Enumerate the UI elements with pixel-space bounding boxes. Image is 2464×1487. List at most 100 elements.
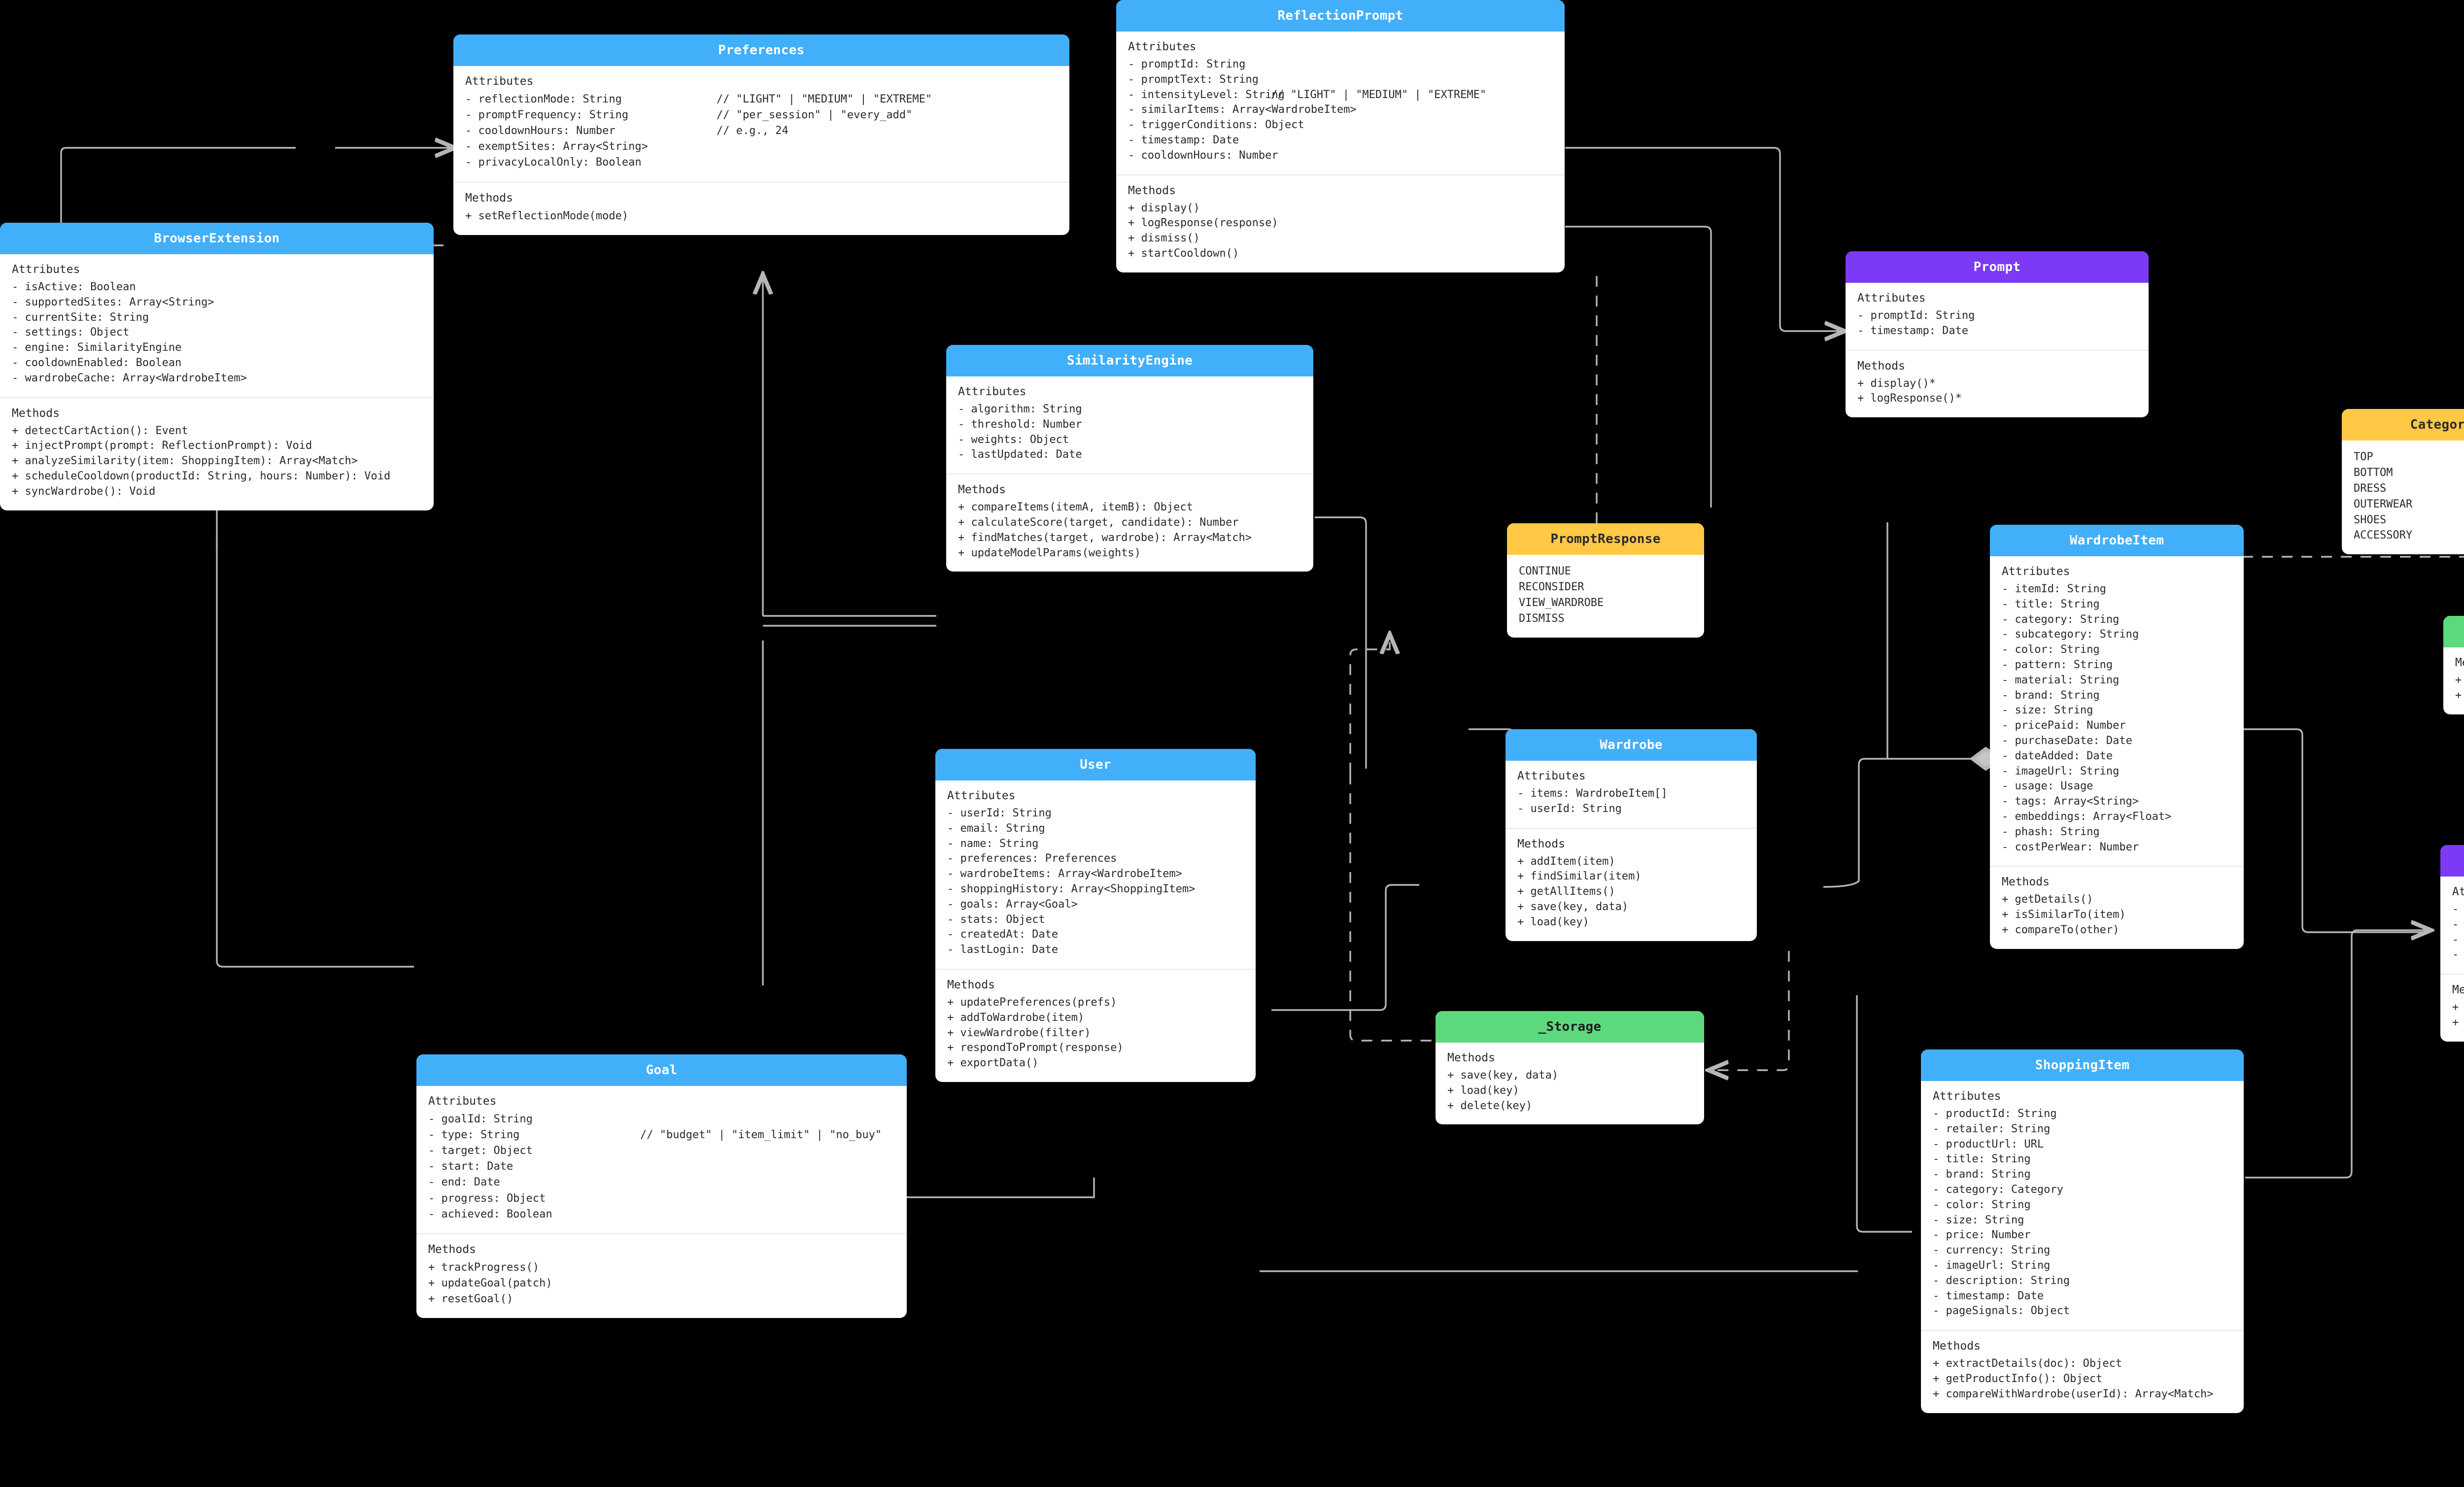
class-node-similarity-engine[interactable]: SimilarityEngine Attributes - algorithm:… — [946, 345, 1313, 572]
attribute-row: - title: String — [1933, 1153, 2031, 1166]
class-title-reflection-prompt: ReflectionPrompt — [1116, 0, 1565, 32]
attribute-row: - category: Category — [1933, 1183, 2063, 1196]
methods-label: Methods — [1447, 1051, 1495, 1064]
method-row: + getCategory() — [2452, 1016, 2459, 1029]
method-row: + detectCartAction(): Event — [12, 424, 188, 437]
enum-value: CONTINUE — [1519, 565, 1571, 577]
attribute-row: - cooldownHours: Number — [1128, 149, 1278, 162]
method-row: + exportData() — [947, 1057, 1039, 1070]
attribute-row: - category: String — [2002, 613, 2120, 626]
attribute-row: - size: String — [1933, 1214, 2024, 1226]
class-title-similarity-engine: SimilarityEngine — [946, 345, 1313, 376]
attribute-row: - settings: Object — [12, 326, 130, 339]
method-row: + load(key) — [1517, 915, 1589, 928]
method-row: + dismiss() — [1128, 232, 1200, 245]
class-node-shopping-item[interactable]: ShoppingItem Attributes - productId: Str… — [1921, 1049, 2244, 1413]
attribute-row: - imageUrl: String — [2002, 765, 2120, 777]
methods-label: Methods — [1857, 359, 1905, 372]
attributes-compartment-wardrobe-item: Attributes - itemId: String - title: Str… — [1990, 556, 2244, 866]
methods-label: Methods — [2452, 983, 2464, 997]
class-node-wardrobe-item[interactable]: WardrobeItem Attributes - itemId: String… — [1990, 525, 2244, 949]
attributes-label: Attributes — [1128, 40, 1197, 53]
attribute-row: - material: String — [2002, 674, 2120, 686]
attribute-row: - end: Date — [428, 1176, 500, 1189]
attribute-row: - itemId: String — [2002, 583, 2106, 595]
attribute-row: - pattern: String — [2002, 658, 2113, 671]
class-node-reflection-prompt[interactable]: ReflectionPrompt Attributes - promptId: … — [1116, 0, 1565, 272]
attribute-row: - id: String — [2452, 903, 2459, 915]
method-row: + compareWithWardrobe(userId): Array<Mat… — [1933, 1387, 2214, 1400]
attribute-row: - wardrobeItems: Array<WardrobeItem> — [947, 868, 1182, 880]
method-row: + findMatches(target, wardrobe): Array<M… — [958, 531, 1252, 544]
method-row: + compareTo(other) — [2002, 923, 2120, 936]
class-title-item: Item — [2440, 845, 2464, 877]
attribute-row: - tags: Array<String> — [2002, 795, 2139, 808]
method-row: + updateModelParams(weights) — [958, 546, 1141, 559]
class-node-storage[interactable]: _Storage Methods + save(key, data) + loa… — [1436, 1011, 1704, 1125]
attribute-row: - retailer: String — [1933, 1122, 2051, 1135]
enum-value: DISMISS — [1519, 612, 1565, 625]
class-title-browser-extension: BrowserExtension — [0, 223, 434, 254]
method-row: + respondToPrompt(response) — [947, 1042, 1124, 1054]
attributes-label: Attributes — [958, 385, 1027, 398]
method-row: + startCooldown() — [1128, 247, 1239, 260]
class-title-storage: _Storage — [1436, 1011, 1704, 1043]
class-node-prompt[interactable]: Prompt Attributes - promptId: String - t… — [1846, 251, 2149, 418]
attributes-label: Attributes — [1857, 292, 1926, 304]
methods-compartment-reflection-prompt: Methods + display() + logResponse(respon… — [1116, 174, 1565, 272]
enum-value: VIEW_WARDROBE — [1519, 596, 1604, 609]
attribute-row: - start: Date — [428, 1160, 513, 1173]
attribute-row: - threshold: Number — [958, 418, 1082, 431]
attribute-row: - engine: SimilarityEngine — [12, 341, 182, 354]
class-title-goal: Goal — [416, 1054, 907, 1086]
attribute-row: - purchaseDate: Date — [2002, 734, 2132, 747]
enum-compartment-prompt-response: CONTINUE RECONSIDER VIEW_WARDROBE DISMIS… — [1507, 555, 1704, 638]
attribute-row: - imageUrl: String — [1933, 1259, 2051, 1272]
attributes-compartment-item: Attributes - id: String - category: Cate… — [2440, 877, 2464, 974]
methods-label: Methods — [428, 1243, 476, 1256]
methods-compartment-user: Methods + updatePreferences(prefs) + add… — [935, 968, 1256, 1082]
attributes-label: Attributes — [465, 75, 534, 88]
methods-compartment-browser-extension: Methods + detectCartAction(): Event + in… — [0, 397, 434, 510]
attribute-row: - color: String — [2452, 933, 2459, 946]
class-title-user: User — [935, 749, 1256, 780]
class-node-goal[interactable]: Goal Attributes - goalId: String - type:… — [416, 1054, 907, 1318]
attribute-row: - promptFrequency: String// "per_session… — [465, 109, 913, 122]
attribute-row: - email: String — [947, 822, 1045, 835]
method-row: + updatePreferences(prefs) — [947, 996, 1117, 1009]
attribute-row: - timestamp: Date — [1933, 1289, 2044, 1302]
attributes-label: Attributes — [1517, 770, 1586, 782]
method-row: + isSimilarTo(item) — [2002, 909, 2126, 921]
attributes-compartment-similarity-engine: Attributes - algorithm: String - thresho… — [946, 376, 1313, 473]
class-title-prompt: Prompt — [1846, 251, 2149, 283]
attribute-row: - brand: String — [2002, 689, 2100, 702]
attribute-row: - usage: Usage — [2002, 780, 2093, 793]
enum-value: SHOES — [2354, 513, 2387, 526]
attribute-row: - createdAt: Date — [947, 928, 1059, 941]
attribute-row: - similarItems: Array<WardrobeItem> — [1128, 103, 1357, 116]
method-row: + analyzeSimilarity(item: ShoppingItem):… — [12, 455, 358, 468]
attribute-row: - exemptSites: Array<String> — [465, 140, 648, 153]
class-node-item[interactable]: Item Attributes - id: String - category:… — [2440, 845, 2464, 1042]
methods-label: Methods — [1517, 837, 1565, 850]
attribute-row: - weights: Object — [958, 433, 1069, 446]
attribute-row: - isActive: Boolean — [12, 281, 136, 293]
class-node-comparable[interactable]: _Comparable Methods + compareTo(other) +… — [2443, 616, 2464, 714]
class-node-prompt-response[interactable]: PromptResponse CONTINUE RECONSIDER VIEW_… — [1507, 523, 1704, 638]
attribute-row: - phash: String — [2002, 825, 2100, 838]
attribute-row: - intensityLevel: String// "LIGHT" | "ME… — [1128, 88, 1487, 101]
attribute-row: - goals: Array<Goal> — [947, 898, 1078, 911]
class-title-preferences: Preferences — [453, 34, 1069, 66]
attribute-row: - color: String — [1933, 1198, 2031, 1211]
class-node-preferences[interactable]: Preferences Attributes - reflectionMode:… — [453, 34, 1069, 235]
class-node-user[interactable]: User Attributes - userId: String - email… — [935, 749, 1256, 1082]
attribute-row: - subcategory: String — [2002, 628, 2139, 641]
class-node-category[interactable]: Category TOP BOTTOM DRESS OUTERWEAR SHOE… — [2342, 409, 2464, 555]
class-node-wardrobe[interactable]: Wardrobe Attributes - items: WardrobeIte… — [1506, 729, 1757, 941]
attribute-row: - reflectionMode: String// "LIGHT" | "ME… — [465, 93, 932, 105]
class-node-browser-extension[interactable]: BrowserExtension Attributes - isActive: … — [0, 223, 434, 510]
method-row: + save(key, data) — [1447, 1069, 1559, 1081]
attribute-row: - dateAdded: Date — [2002, 749, 2113, 762]
methods-label: Methods — [947, 978, 995, 991]
attributes-compartment-browser-extension: Attributes - isActive: Boolean - support… — [0, 254, 434, 397]
